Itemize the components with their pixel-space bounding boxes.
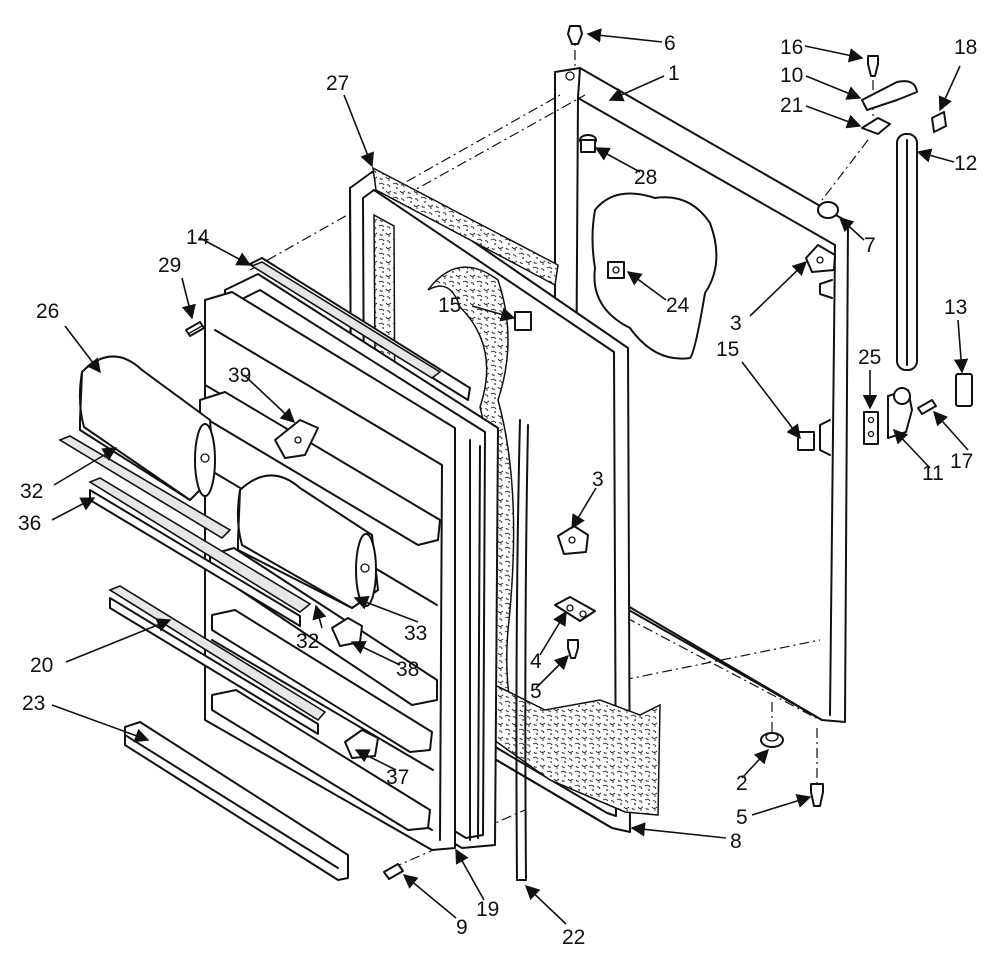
callout-39: 39 (228, 364, 251, 387)
hinge-bracket-3-top (805, 244, 836, 273)
callout-1: 1 (668, 62, 680, 85)
callout-37: 37 (386, 766, 409, 789)
screw-16 (867, 55, 879, 77)
door-bin-lower (236, 474, 379, 609)
callout-22: 22 (562, 926, 585, 949)
callout-32-upper: 32 (20, 480, 43, 503)
callout-28: 28 (634, 166, 657, 189)
callout-21: 21 (780, 94, 803, 117)
plate-4 (554, 596, 596, 622)
bumper-2 (760, 732, 784, 748)
callout-leaders (51, 28, 969, 925)
callout-17: 17 (950, 450, 973, 473)
callout-11: 11 (922, 462, 944, 485)
cap-15b (797, 431, 815, 451)
callout-20: 20 (30, 654, 53, 677)
callout-23: 23 (22, 692, 45, 715)
callout-15-upper: 15 (438, 294, 461, 317)
callout-14: 14 (186, 226, 210, 249)
shim-21 (861, 117, 891, 135)
callout-38: 38 (396, 658, 419, 681)
callout-36: 36 (18, 512, 41, 535)
callout-18: 18 (954, 36, 977, 59)
callout-3-lower: 3 (592, 468, 604, 491)
callout-9: 9 (456, 916, 468, 939)
screw-5-upper (567, 639, 579, 659)
plug-7 (817, 201, 839, 219)
screw-5-lower (810, 783, 824, 807)
screw-6 (567, 25, 583, 45)
cap-13 (955, 373, 973, 407)
callout-7: 7 (864, 234, 876, 257)
screw-9 (383, 863, 404, 880)
callout-2: 2 (736, 772, 748, 795)
hinge-11 (887, 387, 913, 439)
bumper-28 (579, 134, 597, 153)
callout-labels: 6 1 16 10 18 21 12 27 28 7 14 29 24 26 1… (18, 32, 977, 949)
handle-12 (896, 133, 918, 371)
door-bin-upper (78, 355, 216, 501)
callout-26: 26 (36, 300, 59, 323)
cap-18 (931, 111, 947, 133)
callout-8: 8 (730, 830, 742, 853)
callout-19: 19 (476, 898, 499, 921)
callout-4: 4 (530, 650, 542, 673)
gasket-strip-14 (250, 261, 442, 379)
bottom-trim (124, 721, 349, 881)
callout-16: 16 (780, 36, 803, 59)
callout-15-lower: 15 (716, 338, 739, 361)
screw-29 (185, 321, 205, 337)
bracket-25 (863, 411, 879, 445)
callout-24: 24 (666, 294, 690, 317)
panel-cutaway-opening (591, 192, 718, 360)
callout-3-upper: 3 (730, 312, 742, 335)
callout-12: 12 (954, 152, 977, 175)
seal-strip-22 (515, 419, 529, 881)
clip-39 (274, 419, 319, 459)
callout-13: 13 (944, 296, 967, 319)
callout-10: 10 (780, 64, 803, 87)
screw-17 (917, 399, 937, 415)
hinge-10 (861, 80, 918, 111)
callout-29: 29 (158, 254, 181, 277)
clip-38 (331, 617, 363, 647)
plug-24 (607, 261, 625, 279)
callout-25: 25 (858, 346, 881, 369)
callout-27: 27 (326, 72, 349, 95)
callout-33: 33 (404, 622, 427, 645)
callout-32-lower: 32 (296, 630, 319, 653)
callout-6: 6 (664, 32, 676, 55)
callout-5-upper: 5 (530, 680, 542, 703)
callout-5-lower: 5 (736, 806, 748, 829)
cap-15a (514, 311, 532, 331)
